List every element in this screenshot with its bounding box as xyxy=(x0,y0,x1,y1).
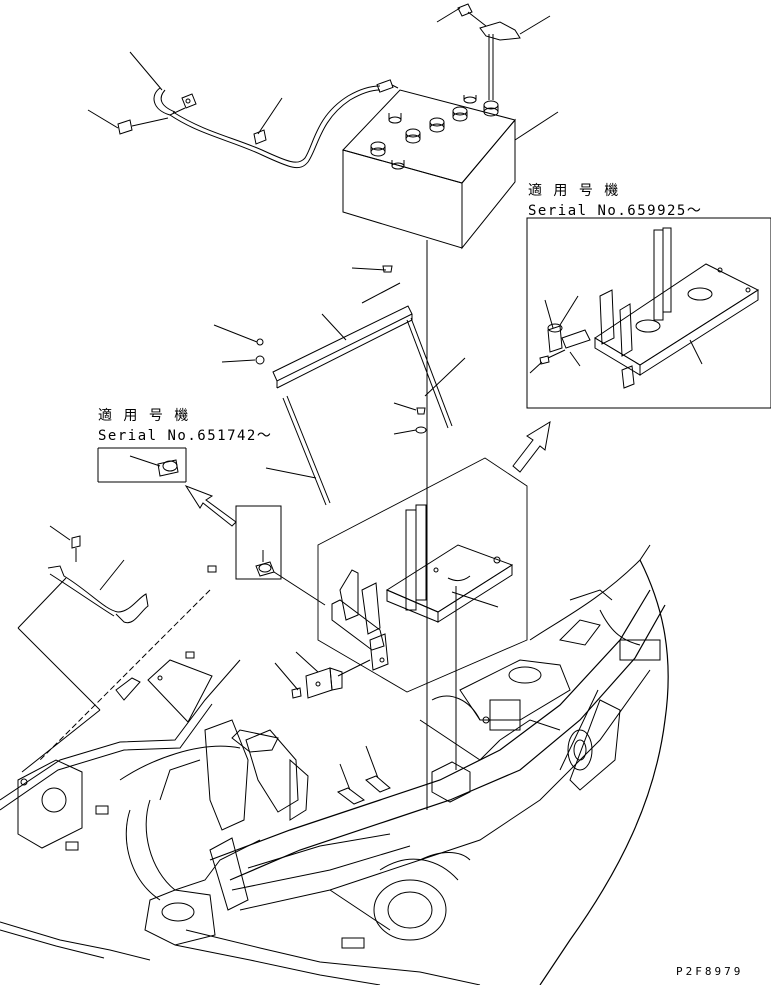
battery-cables xyxy=(87,3,551,169)
inset-right-applicable-label: 適 用 号 機 xyxy=(528,183,620,199)
clamp-box xyxy=(235,505,326,606)
inset-left-serial-label: Serial No.651742～ xyxy=(98,428,273,444)
drawing-code: P2F8979 xyxy=(676,965,744,978)
arrow-to-right-inset xyxy=(512,420,551,473)
inset-left-applicable-label: 適 用 号 機 xyxy=(98,408,190,424)
battery-hold-down xyxy=(213,240,466,810)
inset-right-serial-label: Serial No.659925～ xyxy=(528,203,703,219)
ground-harness xyxy=(17,525,149,773)
battery xyxy=(342,89,559,250)
inset-left xyxy=(97,447,187,483)
tray-bracket xyxy=(274,651,371,699)
arrow-to-left-inset xyxy=(184,484,237,527)
machine-frame xyxy=(0,565,666,985)
battery-tray xyxy=(317,457,528,693)
machine-body-right xyxy=(419,544,669,985)
inset-right xyxy=(526,217,771,409)
